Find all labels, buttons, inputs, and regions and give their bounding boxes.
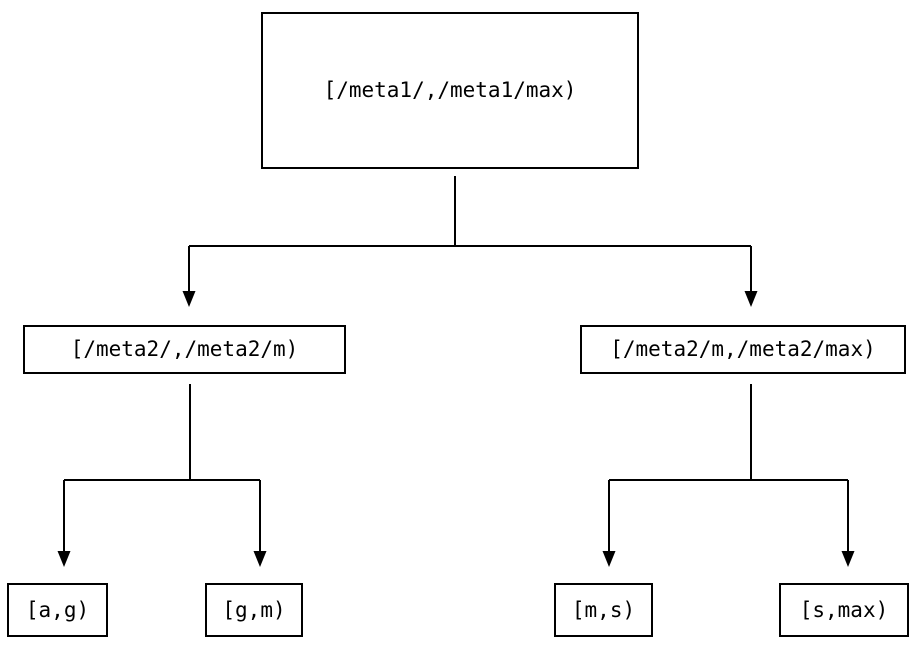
tree-node-right-left-label: [m,s) bbox=[571, 597, 636, 622]
tree-node-right-left: [m,s) bbox=[554, 583, 653, 637]
tree-node-right-label: [/meta2/m,/meta2/max) bbox=[610, 337, 876, 361]
arrow-down-icon bbox=[57, 551, 71, 567]
tree-node-left-left: [a,g) bbox=[7, 583, 108, 637]
arrow-down-icon bbox=[253, 551, 267, 567]
tree-node-left-right-label: [g,m) bbox=[222, 597, 286, 622]
tree-node-left: [/meta2/,/meta2/m) bbox=[23, 325, 346, 374]
edge-left-children bbox=[63, 384, 261, 551]
edge-root-children bbox=[188, 176, 752, 291]
tree-node-right-right-label: [s,max) bbox=[799, 597, 889, 622]
tree-node-left-label: [/meta2/,/meta2/m) bbox=[70, 337, 299, 361]
tree-node-left-left-label: [a,g) bbox=[25, 597, 90, 622]
tree-node-right: [/meta2/m,/meta2/max) bbox=[580, 325, 906, 374]
tree-node-right-right: [s,max) bbox=[779, 583, 909, 637]
tree-node-left-right: [g,m) bbox=[205, 583, 303, 637]
edge-right-children bbox=[608, 384, 849, 551]
arrow-down-icon bbox=[744, 291, 758, 307]
tree-node-root-label: [/meta1/,/meta1/max) bbox=[323, 78, 577, 102]
arrow-down-icon bbox=[182, 291, 196, 307]
tree-node-root: [/meta1/,/meta1/max) bbox=[261, 12, 639, 169]
arrow-down-icon bbox=[602, 551, 616, 567]
arrow-down-icon bbox=[841, 551, 855, 567]
